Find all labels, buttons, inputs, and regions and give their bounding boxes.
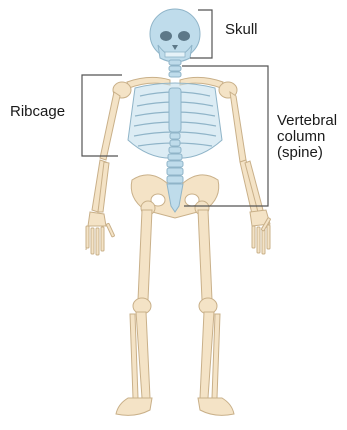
- vertebral-column-label-line1: Vertebral: [277, 113, 337, 129]
- vertebral-column-label-line3: (spine): [277, 145, 337, 161]
- skull-label: Skull: [225, 22, 258, 38]
- vertebral-column-label: Vertebral column (spine): [277, 113, 337, 161]
- left-leg: [116, 201, 155, 415]
- ribcage-label: Ribcage: [10, 104, 65, 120]
- right-arm: [230, 92, 271, 254]
- cervical-spine: [169, 60, 181, 77]
- right-leg: [195, 201, 234, 415]
- skull: [150, 9, 200, 62]
- left-arm: [86, 92, 120, 255]
- vertebral-column-label-line2: column: [277, 129, 337, 145]
